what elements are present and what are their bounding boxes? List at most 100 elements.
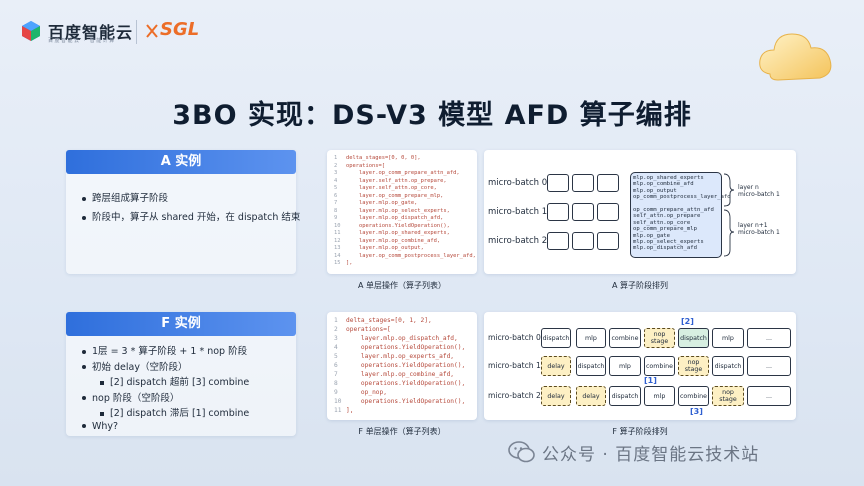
micro-batch-label: micro-batch 2: [488, 236, 548, 246]
code-line: 5 layer.self_attn.op_core,: [334, 185, 437, 191]
stage-box: [572, 203, 594, 221]
stage-cell: mlp: [644, 386, 675, 406]
stage-marker: [1]: [644, 376, 657, 385]
section-f-bullet: nop 阶段（空阶段）: [82, 390, 249, 406]
stage-marker: [3]: [690, 407, 703, 416]
section-f-bullets: 1层 = 3 * 算子阶段 + 1 * nop 阶段初始 delay（空阶段）[…: [82, 343, 249, 436]
section-a-code-caption: A 单层操作（算子列表）: [357, 281, 446, 290]
code-line: 14 layer.op_comm_postprocess_layer_afd,: [334, 252, 476, 259]
section-a-diagram-caption: A 算子阶段排列: [611, 281, 668, 290]
layer-op: mlp.op_gate: [633, 232, 671, 239]
section-f-diagram-caption: F 算子阶段排列: [612, 427, 668, 436]
code-line: 11],: [334, 407, 354, 414]
stage-cell: dispatch: [541, 328, 571, 348]
layer-op: mlp.op_shared_experts: [633, 175, 704, 181]
stage-marker: [2]: [681, 317, 694, 326]
stage-cell: nop stage: [678, 356, 709, 376]
section-f-code-caption: F 单层操作（算子列表）: [358, 427, 446, 436]
code-line: 9 op_nop,: [334, 389, 387, 396]
code-line: 4 layer.self_attn.op_prepare,: [334, 177, 447, 184]
stage-cell: ...: [747, 328, 791, 348]
section-f-bullet: [2] dispatch 滞后 [1] combine: [100, 405, 249, 421]
layer-op: mlp.op_select_experts: [633, 239, 704, 246]
layer-op: op_comm_prepare_attn_afd: [633, 207, 714, 214]
code-line: 9 layer.mlp.op_dispatch_afd,: [334, 215, 444, 221]
section-f-header: F 实例: [66, 312, 296, 336]
layer-brace-icon: [723, 173, 735, 257]
stage-box: [597, 203, 619, 221]
section-a-header: A 实例: [66, 150, 296, 174]
stage-box: [547, 203, 569, 221]
code-line: 8 operations.YieldOperation(),: [334, 380, 466, 387]
code-line: 7 layer.mlp.op_gate,: [334, 200, 418, 206]
layer-op: self_attn.op_core: [633, 219, 691, 226]
stage-cell: delay: [541, 386, 571, 406]
logo-divider: [136, 20, 137, 44]
code-line: 4 operations.YieldOperation(),: [334, 344, 466, 351]
stage-cell: nop stage: [644, 328, 675, 348]
section-f-bullet: 初始 delay（空阶段）: [82, 359, 249, 375]
section-a-bullet: 跨层组成算子阶段: [82, 190, 168, 204]
section-f-bullet: 1层 = 3 * 算子阶段 + 1 * nop 阶段: [82, 343, 249, 359]
brand-tagline: 百度智能云 · 智能计算: [48, 38, 116, 44]
section-f-code-card: [327, 312, 477, 420]
section-f-bullet: [2] dispatch 超前 [3] combine: [100, 374, 249, 390]
stage-cell: delay: [541, 356, 571, 376]
code-line: 5 layer.mlp.op_experts_afd,: [334, 353, 455, 360]
layer-op: mlp.op_combine_afd: [633, 181, 694, 188]
code-line: 10 operations.YieldOperation(),: [334, 398, 466, 405]
stage-cell: mlp: [576, 328, 606, 348]
code-line: 13 layer.mlp.op_output,: [334, 245, 424, 251]
stage-cell: mlp: [609, 356, 641, 376]
code-line: 12 layer.mlp.op_combine_afd,: [334, 237, 441, 244]
layer-ops-box: [630, 172, 722, 258]
code-line: 3 layer.op_comm_prepare_attn_afd,: [334, 170, 460, 176]
code-line: 10 operations.YieldOperation(),: [334, 222, 450, 229]
code-line: 11 layer.mlp.op_shared_experts,: [334, 230, 450, 236]
stage-cell: ...: [747, 356, 791, 376]
stage-cell: combine: [644, 356, 675, 376]
brand-name: 百度智能云: [48, 23, 134, 42]
stage-cell: dispatch: [678, 328, 709, 348]
section-a-bullet: 阶段中，算子从 shared 开始，在 dispatch 结束: [82, 209, 300, 223]
stage-box: [547, 174, 569, 192]
code-line: 3 layer.mlp.op_dispatch_afd,: [334, 335, 458, 342]
layer-op: op_comm_postprocess_layer_afd: [633, 194, 731, 201]
cloud-decoration-icon: [759, 33, 832, 81]
sgl-logo-text: SGL: [160, 19, 200, 40]
stage-cell: dispatch: [576, 356, 606, 376]
code-line: 7 layer.mlp.op_combine_afd,: [334, 371, 455, 378]
stage-box: [572, 174, 594, 192]
code-line: 15],: [334, 260, 353, 266]
stage-cell: delay: [576, 386, 606, 406]
watermark-text: 公众号 · 百度智能云技术站: [542, 445, 760, 465]
stage-box: [597, 232, 619, 250]
code-line: 8 layer.mlp.op_select_experts,: [334, 207, 450, 214]
micro-batch-label: micro-batch 2: [488, 391, 541, 400]
micro-batch-label: micro-batch 0: [488, 178, 548, 188]
code-line: 6 operations.YieldOperation(),: [334, 362, 466, 369]
layer-op: mlp.op_output: [633, 187, 677, 194]
stage-box: [547, 232, 569, 250]
layer-op: mlp.op_dispatch_afd: [633, 245, 697, 252]
stage-box: [572, 232, 594, 250]
wechat-icon: [508, 441, 535, 463]
stage-cell: combine: [609, 328, 641, 348]
layer-op: self_attn.op_prepare: [633, 213, 701, 220]
section-f-bullet: Why?: [82, 421, 249, 437]
layer-op: op_comm_prepare_mlp: [633, 226, 697, 233]
stage-cell: dispatch: [609, 386, 641, 406]
baidu-cloud-logo-icon: [22, 21, 40, 41]
page-title: 3BO 实现：DS-V3 模型 AFD 算子编排: [172, 100, 692, 131]
stage-cell: dispatch: [712, 356, 744, 376]
